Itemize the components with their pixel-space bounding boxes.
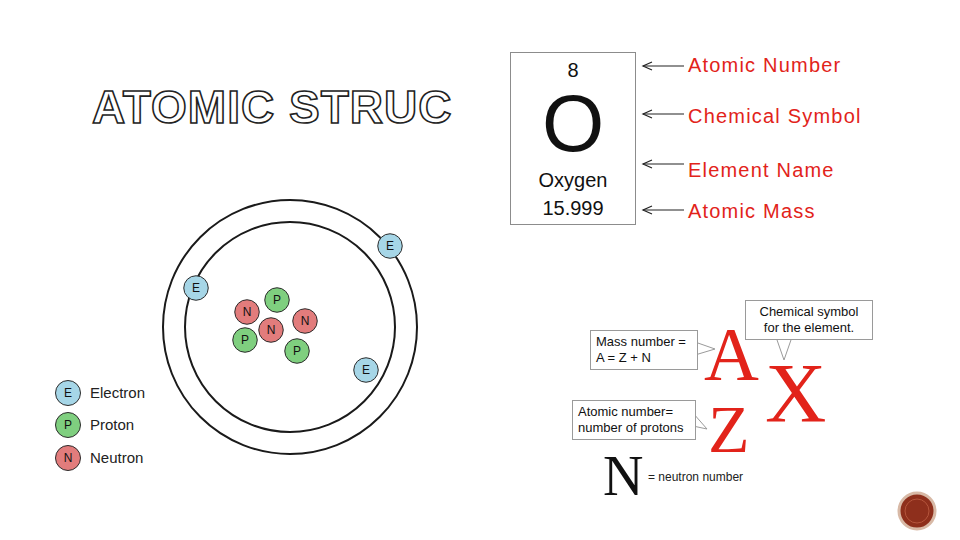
proton-circle: P bbox=[264, 287, 290, 313]
element-symbol: X bbox=[765, 351, 826, 436]
particle-letter: E bbox=[377, 233, 403, 259]
legend-letter: E bbox=[55, 380, 81, 406]
particle-letter: E bbox=[183, 275, 209, 301]
electron-circle: E bbox=[377, 233, 403, 259]
field-label: Atomic Mass bbox=[688, 199, 816, 223]
callout-text: Chemical symbol for the element. bbox=[751, 304, 867, 336]
pointer-line bbox=[643, 163, 684, 164]
pointer-head bbox=[643, 206, 652, 214]
pointer-head bbox=[643, 160, 652, 168]
pointer-line bbox=[643, 65, 684, 66]
field-label: Element Name bbox=[688, 158, 835, 182]
pointer-head bbox=[643, 110, 652, 118]
particle-fill bbox=[259, 318, 284, 343]
field-label: Atomic Number bbox=[688, 53, 841, 77]
particle-letter: N bbox=[292, 308, 318, 334]
chemical-symbol: O bbox=[542, 85, 604, 163]
callout-box: Atomic number= number of protons bbox=[572, 400, 696, 440]
legend-letter: N bbox=[55, 445, 81, 471]
atomic-number-symbol: Z bbox=[708, 395, 750, 463]
callout-text: Atomic number= number of protons bbox=[578, 404, 690, 436]
particle-letter: P bbox=[264, 287, 290, 313]
proton-circle: P bbox=[232, 327, 258, 353]
outer-orbit bbox=[163, 200, 417, 454]
neutron-number-symbol: N bbox=[603, 448, 643, 504]
particle-fill bbox=[354, 358, 379, 383]
legend-label: Proton bbox=[90, 416, 134, 434]
particle-letter: P bbox=[232, 327, 258, 353]
inner-orbit bbox=[185, 222, 395, 432]
slide-title: ATOMIC STRUC bbox=[92, 84, 452, 130]
legend-label: Electron bbox=[90, 384, 145, 402]
particle-letter: N bbox=[258, 317, 284, 343]
callout-text: Mass number = A = Z + N bbox=[596, 334, 692, 366]
particle-fill bbox=[285, 339, 310, 364]
particle-fill bbox=[293, 309, 318, 334]
particle-fill bbox=[233, 328, 258, 353]
callout-box: Chemical symbol for the element. bbox=[745, 300, 873, 340]
neutron-circle: N bbox=[258, 317, 284, 343]
particle-letter: E bbox=[353, 357, 379, 383]
proton-circle: P bbox=[284, 338, 310, 364]
pointer-line bbox=[643, 113, 684, 114]
mass-number-symbol: A bbox=[704, 316, 759, 392]
pointer-head bbox=[643, 62, 652, 70]
electron-circle: E bbox=[353, 357, 379, 383]
element-tile: 8O Oxygen 15.999 bbox=[510, 52, 636, 225]
neutron-circle: N bbox=[292, 308, 318, 334]
slide-ornament-ring bbox=[905, 499, 929, 523]
neutron-circle: N bbox=[234, 299, 260, 325]
field-label: Chemical Symbol bbox=[688, 104, 862, 128]
slide-ornament bbox=[899, 493, 935, 529]
electron-circle: E bbox=[183, 275, 209, 301]
particle-fill bbox=[184, 276, 209, 301]
callout-box: Mass number = A = Z + N bbox=[590, 330, 698, 370]
notation-note: = neutron number bbox=[648, 470, 743, 484]
particle-fill bbox=[235, 300, 260, 325]
particle-letter: P bbox=[284, 338, 310, 364]
atomic-mass: 15.999 bbox=[542, 196, 603, 220]
atomic-number: 8 bbox=[567, 59, 578, 81]
legend-letter: P bbox=[55, 412, 81, 438]
particle-fill bbox=[378, 234, 403, 259]
legend-label: Neutron bbox=[90, 449, 143, 467]
element-name: Oxygen bbox=[539, 168, 608, 192]
particle-letter: N bbox=[234, 299, 260, 325]
particle-fill bbox=[265, 288, 290, 313]
pointer-line bbox=[643, 209, 684, 210]
